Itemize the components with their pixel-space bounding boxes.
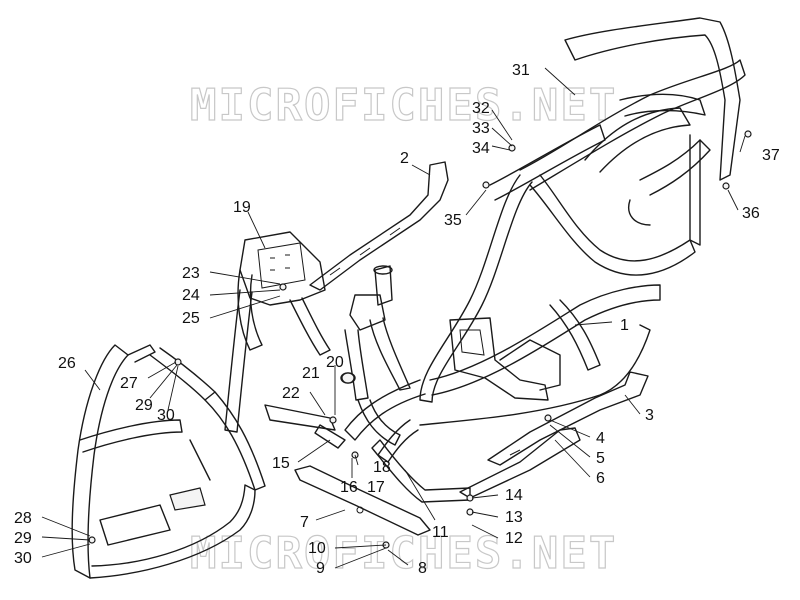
callout-25: 25 bbox=[182, 310, 200, 327]
callout-12: 12 bbox=[505, 530, 523, 547]
callout-30a: 30 bbox=[157, 407, 175, 424]
callout-34: 34 bbox=[472, 140, 490, 157]
callout-29a: 29 bbox=[135, 397, 153, 414]
callout-28: 28 bbox=[14, 510, 32, 527]
bracket-part-15 bbox=[264, 404, 346, 449]
callout-35: 35 bbox=[444, 212, 462, 229]
callout-36: 36 bbox=[742, 205, 760, 222]
watermark-bottom: MICROFICHES.NET bbox=[190, 528, 617, 579]
callout-5: 5 bbox=[596, 450, 605, 467]
bracket-part-2 bbox=[309, 161, 449, 291]
front-bumper-part-26 bbox=[71, 289, 266, 579]
callout-17: 17 bbox=[367, 479, 385, 496]
callout-4: 4 bbox=[596, 430, 605, 447]
callout-32: 32 bbox=[472, 100, 490, 117]
callout-7: 7 bbox=[300, 514, 309, 531]
callout-8: 8 bbox=[418, 560, 427, 577]
callout-18: 18 bbox=[373, 459, 391, 476]
leader-lines bbox=[41, 67, 746, 569]
callout-37: 37 bbox=[762, 147, 780, 164]
callout-21: 21 bbox=[302, 365, 320, 382]
footrest-part-3 bbox=[487, 371, 649, 466]
callout-19: 19 bbox=[233, 199, 251, 216]
callout-33: 33 bbox=[472, 120, 490, 137]
callout-1: 1 bbox=[620, 317, 629, 334]
callout-24: 24 bbox=[182, 287, 200, 304]
front-rack-part-19 bbox=[237, 231, 331, 356]
callout-16: 16 bbox=[340, 479, 358, 496]
main-frame-part-1 bbox=[344, 17, 746, 463]
callout-27: 27 bbox=[120, 375, 138, 392]
callout-10: 10 bbox=[308, 540, 326, 557]
callout-labels: 31 32 33 34 35 37 36 2 19 23 24 25 1 3 4… bbox=[14, 62, 780, 577]
watermark-top: MICROFICHES.NET bbox=[190, 80, 617, 131]
callout-2: 2 bbox=[400, 150, 409, 167]
callout-23: 23 bbox=[182, 265, 200, 282]
steering-head bbox=[340, 265, 411, 446]
fasteners bbox=[88, 130, 752, 549]
callout-30b: 30 bbox=[14, 550, 32, 567]
callout-11: 11 bbox=[432, 524, 449, 541]
callout-3: 3 bbox=[645, 407, 654, 424]
callout-14: 14 bbox=[505, 487, 523, 504]
callout-31: 31 bbox=[512, 62, 530, 79]
plate-part-7 bbox=[294, 465, 431, 536]
callout-29b: 29 bbox=[14, 530, 32, 547]
callout-15: 15 bbox=[272, 455, 290, 472]
callout-13: 13 bbox=[505, 509, 523, 526]
callout-9: 9 bbox=[316, 560, 325, 577]
callout-6: 6 bbox=[596, 470, 605, 487]
footrest-part-6 bbox=[459, 427, 581, 499]
callout-26: 26 bbox=[58, 355, 76, 372]
callout-20: 20 bbox=[326, 354, 344, 371]
callout-22: 22 bbox=[282, 385, 300, 402]
